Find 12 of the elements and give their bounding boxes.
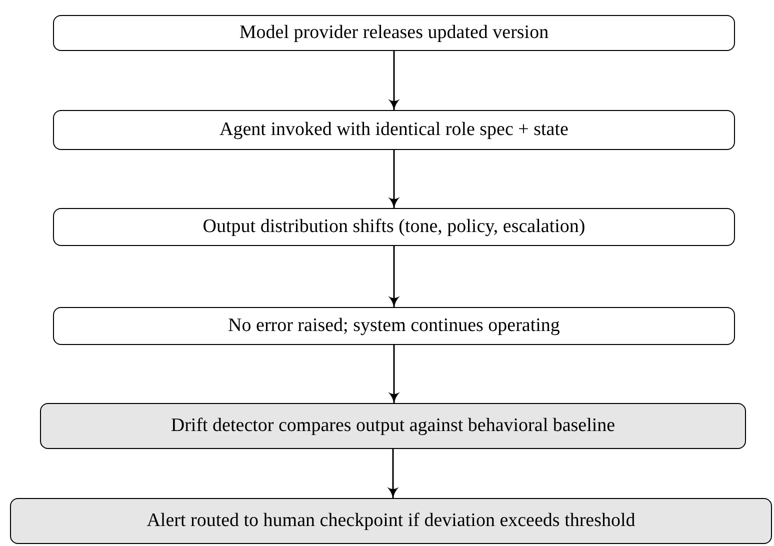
box-label: Agent invoked with identical role spec + state <box>220 119 568 141</box>
box-label: Drift detector compares output against behavioral baseline <box>170 415 616 437</box>
box-label: No error raised; system continues operating <box>228 315 560 337</box>
process-box <box>53 208 735 246</box>
box-label: Model provider releases updated version <box>239 22 549 44</box>
process-box <box>53 110 735 150</box>
process-box <box>53 307 735 345</box>
box-label: Alert routed to human checkpoint if deviation exceeds threshold <box>146 510 636 532</box>
box-label: Output distribution shifts (tone, policy, escalation) <box>202 216 586 238</box>
process-box <box>53 15 735 51</box>
process-box <box>40 403 746 449</box>
process-box <box>10 498 772 544</box>
